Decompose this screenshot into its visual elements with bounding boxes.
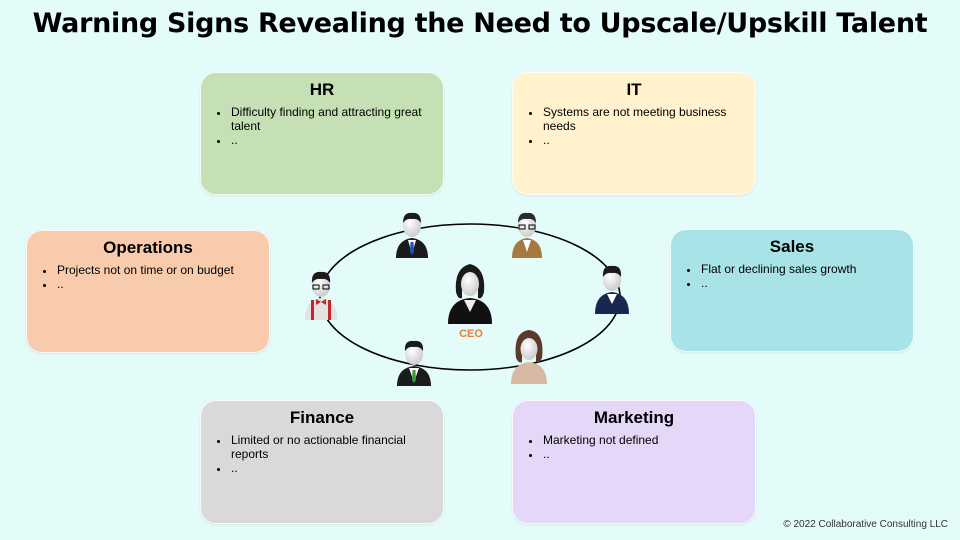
list-item: .. xyxy=(541,133,741,147)
list-item: .. xyxy=(541,447,658,461)
sales-title: Sales xyxy=(769,237,815,256)
finance-list: Limited or no actionable financial repor… xyxy=(201,433,443,475)
list-item: Projects not on time or on budget xyxy=(55,263,234,277)
list-item: Systems are not meeting business needs xyxy=(541,105,741,133)
list-item: .. xyxy=(229,461,429,475)
finance-box: Finance Limited or no actionable financi… xyxy=(200,400,444,524)
finance-title: Finance xyxy=(289,408,355,427)
hr-title: HR xyxy=(309,80,335,99)
sales-list: Flat or declining sales growth .. xyxy=(671,262,870,290)
page-title: Warning Signs Revealing the Need to Upsc… xyxy=(32,8,928,39)
woman-person-icon xyxy=(511,330,547,384)
list-item: Marketing not defined xyxy=(541,433,658,447)
it-box: IT Systems are not meeting business need… xyxy=(512,72,756,195)
operations-box: Operations Projects not on time or on bu… xyxy=(26,230,270,353)
marketing-list: Marketing not defined .. xyxy=(513,433,672,461)
person-bowtie-icon xyxy=(305,271,337,320)
operations-title: Operations xyxy=(103,238,193,257)
sales-box: Sales Flat or declining sales growth .. xyxy=(670,229,914,352)
list-item: .. xyxy=(699,276,856,290)
copyright-notice: © 2022 Collaborative Consulting LLC xyxy=(783,519,948,530)
marketing-title: Marketing xyxy=(593,408,675,427)
list-item: Flat or declining sales growth xyxy=(699,262,856,276)
ceo-person-icon xyxy=(448,264,492,324)
hr-box: HR Difficulty finding and attracting gre… xyxy=(200,72,444,195)
it-title: IT xyxy=(626,80,642,99)
it-list: Systems are not meeting business needs .… xyxy=(513,105,755,147)
person-blue-tie-icon xyxy=(396,212,428,258)
list-item: .. xyxy=(229,133,429,147)
ceo-label: CEO xyxy=(459,328,483,340)
list-item: Difficulty finding and attracting great … xyxy=(229,105,429,133)
person-green-tie-icon xyxy=(397,340,431,386)
list-item: .. xyxy=(55,277,234,291)
person-navy-sweater-icon xyxy=(595,265,629,314)
hr-list: Difficulty finding and attracting great … xyxy=(201,105,443,147)
team-circle xyxy=(319,223,621,371)
marketing-box: Marketing Marketing not defined .. xyxy=(512,400,756,524)
operations-list: Projects not on time or on budget .. xyxy=(27,263,248,291)
person-glasses-icon xyxy=(512,212,542,258)
list-item: Limited or no actionable financial repor… xyxy=(229,433,429,461)
